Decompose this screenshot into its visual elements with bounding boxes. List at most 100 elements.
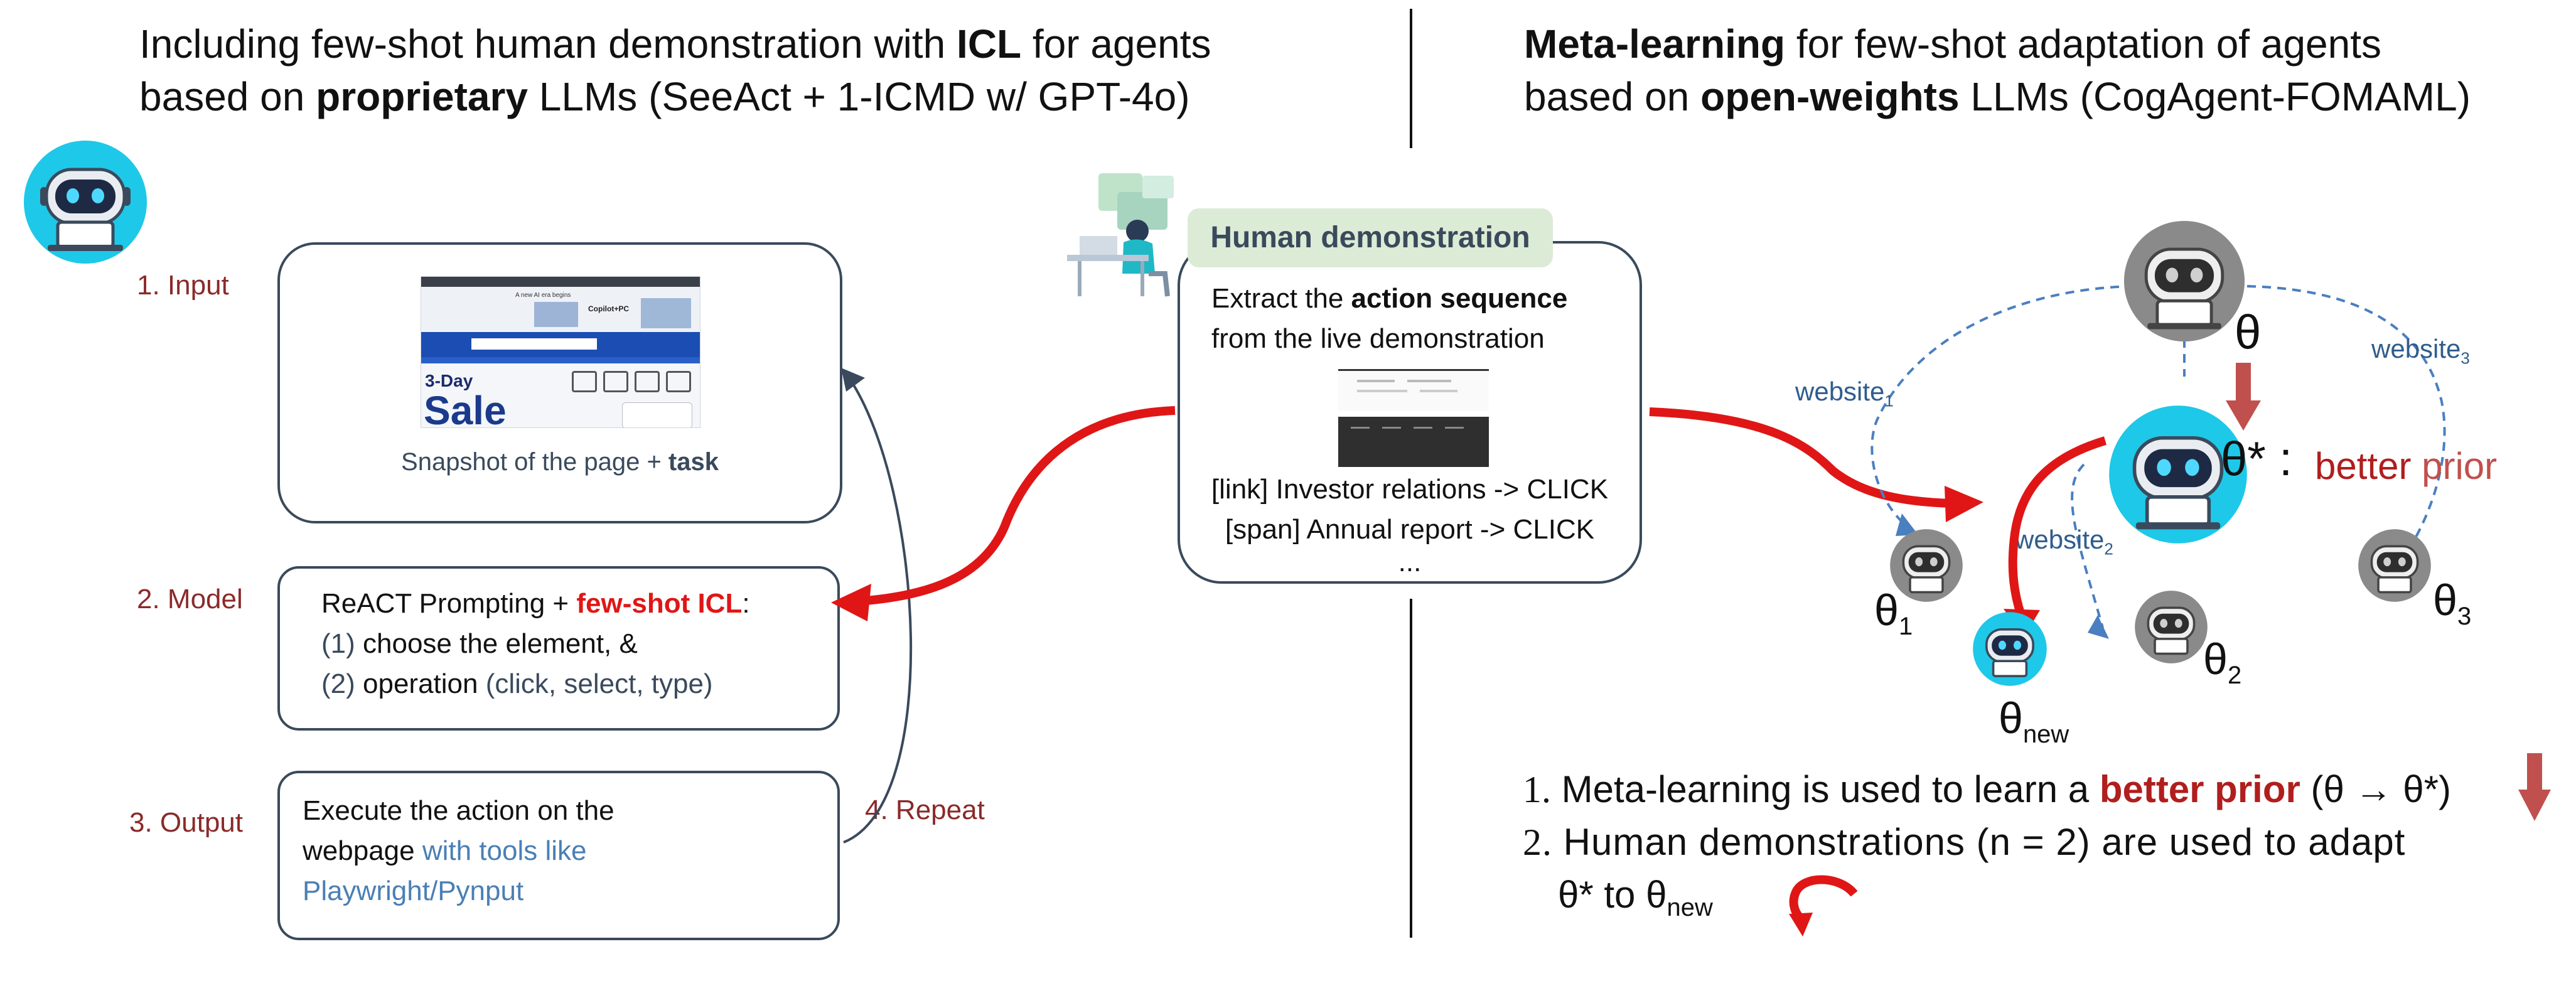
- theta-label: θ: [2235, 306, 2262, 359]
- model-operations: (click, select, type): [485, 668, 713, 699]
- snapshot-brand: Copilot+PC: [588, 304, 629, 313]
- website-2-label: website2: [2015, 525, 2113, 559]
- left-title: Including few-shot human demonstration w…: [139, 18, 1382, 123]
- left-title-icl: ICL: [957, 21, 1022, 67]
- demo-page-thumbnail: [1338, 369, 1489, 411]
- model-line1: ReACT Prompting +: [321, 588, 577, 619]
- theta-star-label: θ* :: [2221, 432, 2293, 486]
- theta1-sub: 1: [1898, 613, 1913, 640]
- demo-action-2: [span] Annual report -> CLICK: [1225, 514, 1595, 545]
- theta-new-label: θnew: [1999, 694, 2069, 748]
- better-text: better: [2315, 445, 2412, 487]
- theta2-sub: 2: [2227, 662, 2242, 689]
- output-box-text: Execute the action on the webpage with t…: [303, 791, 817, 911]
- right-title: Meta-learning for few-shot adaptation of…: [1524, 18, 2566, 123]
- human-demonstration-label: Human demonstration: [1188, 208, 1553, 267]
- right-title-text-3: LLMs (CogAgent-FOMAML): [1959, 74, 2471, 119]
- left-title-text: Including few-shot human demonstration w…: [139, 21, 957, 67]
- output-tools: with tools like: [422, 835, 587, 866]
- meta-learning-notes: 1. Meta-learning is used to learn a bett…: [1523, 763, 2540, 934]
- website-3-sub: 3: [2461, 348, 2470, 368]
- output-line2: webpage: [303, 835, 422, 866]
- note-1-text: Meta-learning is used to learn a: [1551, 768, 2100, 810]
- note-down-arrow: [2518, 753, 2551, 821]
- robot-agent-icon: [24, 141, 147, 264]
- step-output-label: 3. Output: [129, 807, 244, 838]
- left-title-text-2: for agents: [1021, 21, 1211, 67]
- model-num-2: (2): [321, 668, 355, 699]
- theta-to-theta-star-arrow: [2226, 363, 2261, 431]
- note-1-arrow: (θ → θ*): [2300, 768, 2451, 810]
- demo-to-theta-star-arrow: [1649, 407, 1983, 522]
- prior-text: prior: [2422, 445, 2498, 487]
- output-playwright: Playwright/Pynput: [303, 876, 524, 906]
- theta1-label: θ1: [1874, 586, 1913, 640]
- demo-actions: [link] Investor relations -> CLICK [span…: [1180, 469, 1640, 577]
- right-title-text: for few-shot adaptation of agents: [1785, 21, 2381, 67]
- model-line2: choose the element, &: [355, 628, 638, 659]
- output-line1: Execute the action on the: [303, 795, 614, 826]
- demo-footer-thumbnail: [1338, 417, 1489, 467]
- website-3-text: website: [2371, 334, 2461, 363]
- note-2-text: Human demonstrations (n = 2) are used to…: [1552, 821, 2406, 863]
- theta3-sub: 3: [2457, 603, 2472, 630]
- panel-divider-bottom: [1410, 599, 1412, 938]
- left-title-text-3: based on: [139, 74, 316, 119]
- model-line3: operation: [355, 668, 486, 699]
- model-num-1: (1): [321, 628, 355, 659]
- website-2-sub: 2: [2104, 539, 2113, 559]
- robot-theta2-icon: [2135, 591, 2208, 663]
- input-box: A new AI era begins Copilot+PC 3-Day Sal…: [277, 242, 842, 523]
- panel-divider-top: [1410, 9, 1412, 148]
- robot-theta-icon: [2123, 220, 2245, 342]
- demo-line2: from the live demonstration: [1211, 323, 1545, 354]
- model-few-shot-icl: few-shot ICL: [576, 588, 743, 619]
- theta3-label: θ3: [2433, 576, 2472, 630]
- output-box: Execute the action on the webpage with t…: [277, 771, 840, 940]
- model-colon: :: [742, 588, 750, 619]
- demo-to-model-arrow: [831, 406, 1176, 621]
- note-3-sub: new: [1666, 894, 1713, 921]
- note-3: θ* to θnew: [1523, 869, 2540, 934]
- website-2-text: website: [2015, 525, 2105, 554]
- robot-theta1-icon: [1890, 529, 1963, 602]
- demonstration-box: Extract the action sequence from the liv…: [1178, 241, 1642, 584]
- website-3-label: website3: [2371, 334, 2470, 368]
- robot-theta-new-icon: [1973, 612, 2047, 686]
- step-input-label: 1. Input: [137, 270, 229, 301]
- demo-line1: Extract the: [1211, 283, 1351, 314]
- repeat-arrow: [841, 368, 913, 844]
- demo-action-1: [link] Investor relations -> CLICK: [1211, 474, 1609, 505]
- snapshot-banner: A new AI era begins: [515, 292, 571, 299]
- left-title-text-4: LLMs (SeeAct + 1-ICMD w/ GPT-4o): [528, 74, 1190, 119]
- website-1-sub: 1: [1884, 391, 1894, 410]
- theta-star-to-new-arrow: [2004, 436, 2107, 638]
- note-1-num: 1.: [1523, 769, 1551, 810]
- model-box: ReACT Prompting + few-shot ICL: (1) choo…: [277, 566, 840, 731]
- robot-theta3-icon: [2358, 529, 2431, 602]
- note-1: 1. Meta-learning is used to learn a bett…: [1523, 763, 2540, 816]
- theta-new-sub: new: [2022, 721, 2069, 748]
- theta2-label: θ2: [2203, 635, 2242, 689]
- demonstration-text: Extract the action sequence from the liv…: [1211, 279, 1626, 359]
- input-caption: Snapshot of the page + task: [280, 448, 840, 476]
- website-1-text: website: [1795, 377, 1885, 406]
- snapshot-headline: 3-Day: [425, 371, 473, 390]
- webpage-snapshot: A new AI era begins Copilot+PC 3-Day Sal…: [421, 276, 700, 428]
- note-2: 2. Human demonstrations (n = 2) are used…: [1523, 816, 2540, 869]
- demo-ellipsis: ...: [1398, 547, 1422, 577]
- right-title-open-weights: open-weights: [1700, 74, 1960, 119]
- note-1-better-prior: better prior: [2099, 768, 2300, 810]
- note-3-text: θ* to θ: [1558, 874, 1667, 916]
- better-prior-label: better prior: [2315, 444, 2497, 488]
- left-title-proprietary: proprietary: [316, 74, 528, 119]
- right-title-meta-learning: Meta-learning: [1524, 21, 1786, 67]
- human-at-desk-icon: [1067, 173, 1174, 297]
- demo-action-sequence: action sequence: [1351, 283, 1568, 314]
- note-2-num: 2.: [1523, 822, 1552, 863]
- note-curl-arrow: [1789, 875, 1858, 936]
- right-title-text-2: based on: [1524, 74, 1701, 119]
- snapshot-sale: Sale: [424, 388, 507, 428]
- step-model-label: 2. Model: [137, 584, 243, 614]
- robot-theta-star-icon: [2109, 405, 2247, 544]
